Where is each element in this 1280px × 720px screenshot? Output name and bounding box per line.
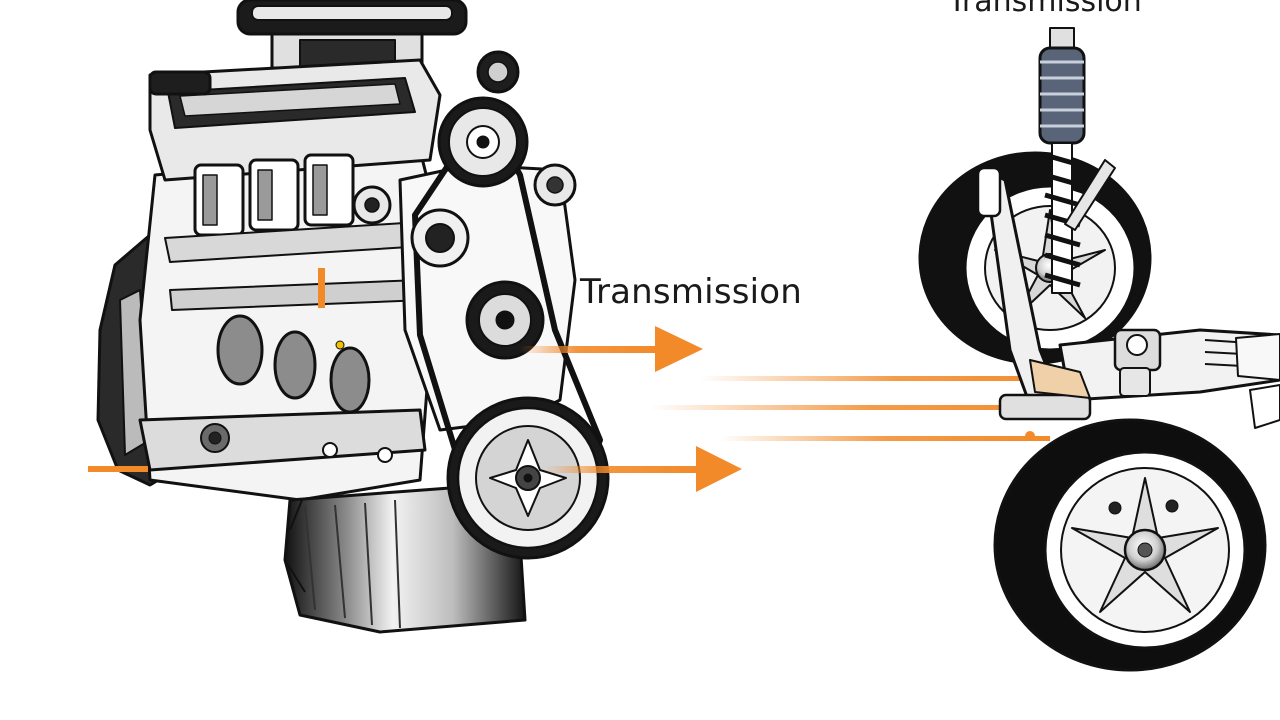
- crank-pulley: [446, 396, 610, 560]
- streak-1: [700, 376, 1090, 381]
- streak-2: [650, 405, 1090, 410]
- arrow-head-lower: [696, 446, 742, 492]
- power-flow-arrows: [88, 326, 1090, 492]
- engine-block: [96, 0, 610, 634]
- transmission-label-top: Transmission: [948, 0, 1142, 19]
- transmission-label: Transmission: [580, 272, 803, 312]
- cam-gear: [437, 96, 529, 188]
- arrow-shaft-lower: [545, 466, 700, 473]
- input-arrow-shaft: [88, 466, 148, 472]
- arrow-head-upper: [655, 326, 703, 372]
- suspension-assembly: [918, 27, 1280, 672]
- air-cleaner: [236, 0, 468, 70]
- streak-3: [720, 436, 1050, 441]
- intake-runners: [193, 153, 355, 237]
- cylinder-ports: [216, 314, 371, 414]
- axle-assembly: [998, 328, 1280, 441]
- timing-gears: [352, 50, 577, 360]
- arrow-shaft-upper: [520, 346, 660, 353]
- lower-wheel: [993, 418, 1267, 672]
- suspension-strut: [1038, 27, 1086, 294]
